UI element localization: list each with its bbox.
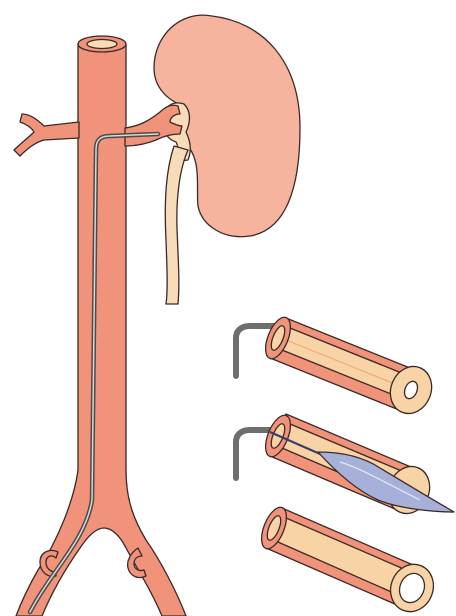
inset-artery-catheter bbox=[236, 314, 439, 420]
left-branch-artery bbox=[14, 114, 79, 156]
ureter bbox=[165, 146, 188, 304]
inset-balloon-catheter bbox=[236, 412, 454, 520]
aorta-lumen bbox=[87, 40, 117, 49]
inset-artery-after bbox=[256, 504, 440, 616]
